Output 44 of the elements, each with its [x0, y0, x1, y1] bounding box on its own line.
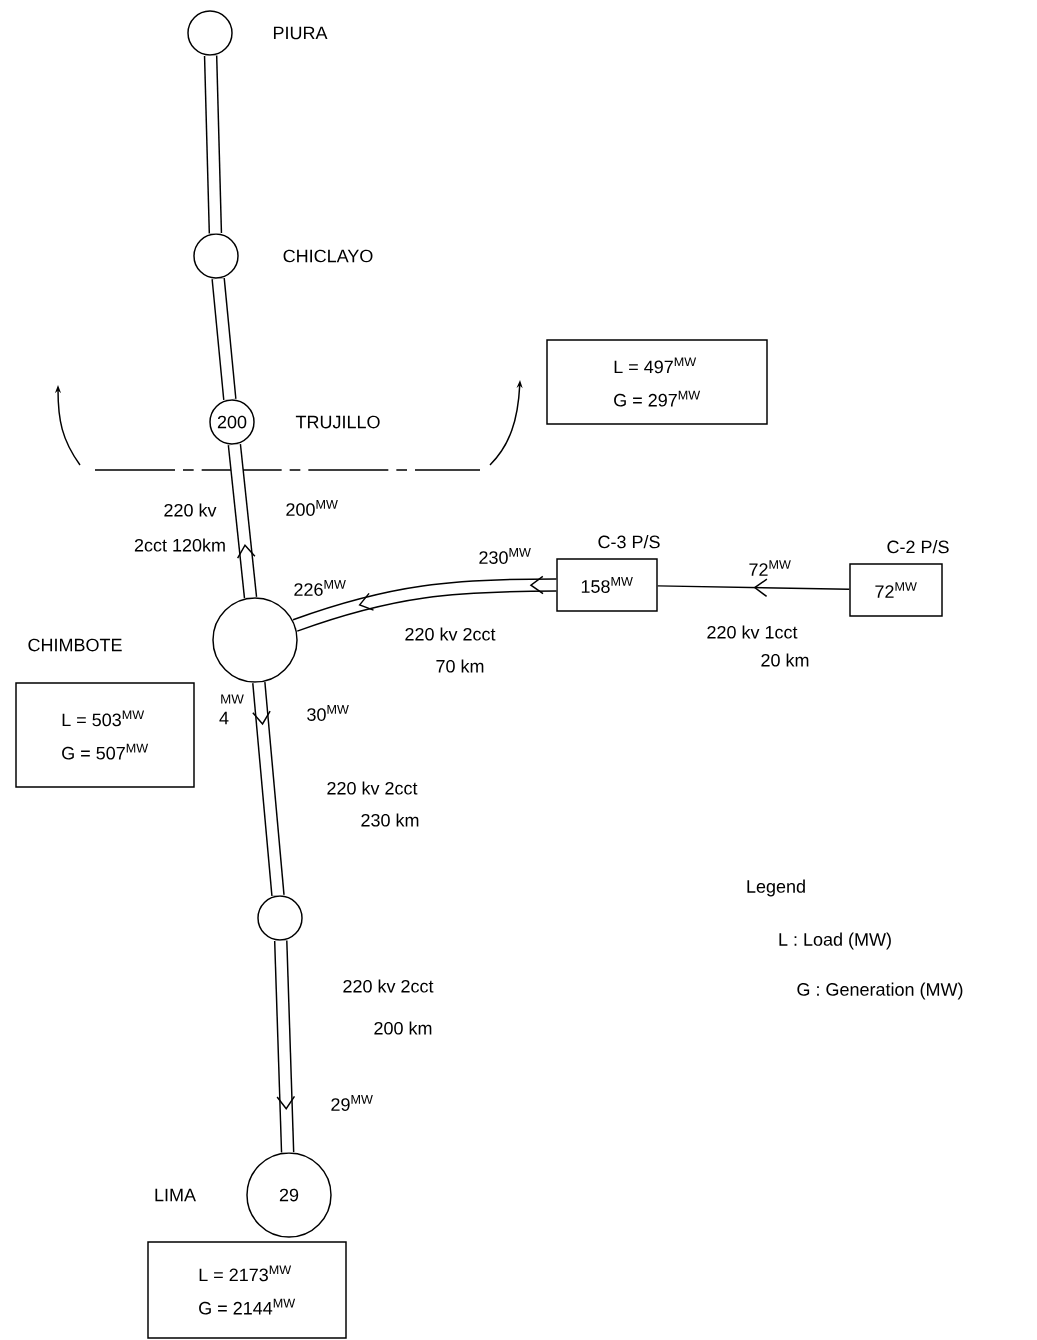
flow-label: 226$^{MW}$ — [294, 580, 346, 596]
load-generation-box: L = 503$^{MW}$ G = 507$^{MW}$ — [15, 682, 195, 788]
station-name: C-2 P/S — [887, 540, 949, 554]
station-name: CHIMBOTE — [28, 638, 122, 652]
power-station-box: 158$^{MW}$ — [556, 558, 658, 612]
station-name: LIMA — [155, 1188, 196, 1202]
bus-circle — [212, 597, 298, 683]
load-generation-box: L = 497$^{MW}$ G = 297$^{MW}$ — [546, 339, 768, 425]
load-generation-box: L = 2173$^{MW}$ G = 2144$^{MW}$ — [147, 1241, 347, 1339]
flow-label: 72$^{MW}$ — [747, 558, 793, 578]
line-spec-label: 2cct 120km — [134, 538, 225, 552]
transmission-line — [203, 55, 223, 234]
flow-label: 200$^{MW}$ — [284, 498, 340, 518]
transmission-line — [252, 681, 285, 896]
line-spec-label: 200 km — [374, 1021, 432, 1035]
transmission-line — [657, 578, 850, 598]
line-spec-label: 230 km — [361, 813, 419, 827]
flow-label: 30$^{MW}$ — [305, 703, 351, 723]
flow-label: 230$^{MW}$ — [477, 546, 533, 566]
line-spec-label: 70 km — [436, 659, 484, 673]
station-name: TRUJILLO — [295, 415, 380, 429]
unit-label: MW — [221, 694, 244, 704]
transmission-line — [273, 940, 296, 1153]
line-spec-label: 220 kv 2cct — [405, 627, 496, 641]
station-name: CHICLAYO — [283, 249, 373, 263]
station-name: C-3 P/S — [598, 535, 660, 549]
legend-entry: G : Generation (MW) — [797, 982, 963, 1000]
transmission-line — [211, 277, 237, 401]
flow-label: 4 — [219, 711, 229, 725]
line-spec-label: 20 km — [761, 653, 809, 667]
bus-circle — [193, 233, 239, 279]
line-spec-label: 220 kv 2cct — [327, 781, 418, 795]
line-spec-label: 220 kv — [164, 503, 217, 517]
transmission-line — [292, 575, 557, 632]
power-station-box: 72$^{MW}$ — [849, 563, 943, 617]
line-spec-label: 220 kv 1cct — [707, 625, 798, 639]
bus-circle — [187, 10, 233, 56]
line-spec-label: 220 kv 2cct — [343, 979, 434, 993]
flow-label: 29$^{MW}$ — [329, 1093, 375, 1113]
transmission-line — [227, 443, 258, 599]
legend-entry: L : Load (MW) — [779, 932, 891, 950]
bus-circle — [257, 895, 303, 941]
station-name: PIURA — [274, 26, 328, 40]
legend-heading: Legend — [747, 879, 805, 897]
